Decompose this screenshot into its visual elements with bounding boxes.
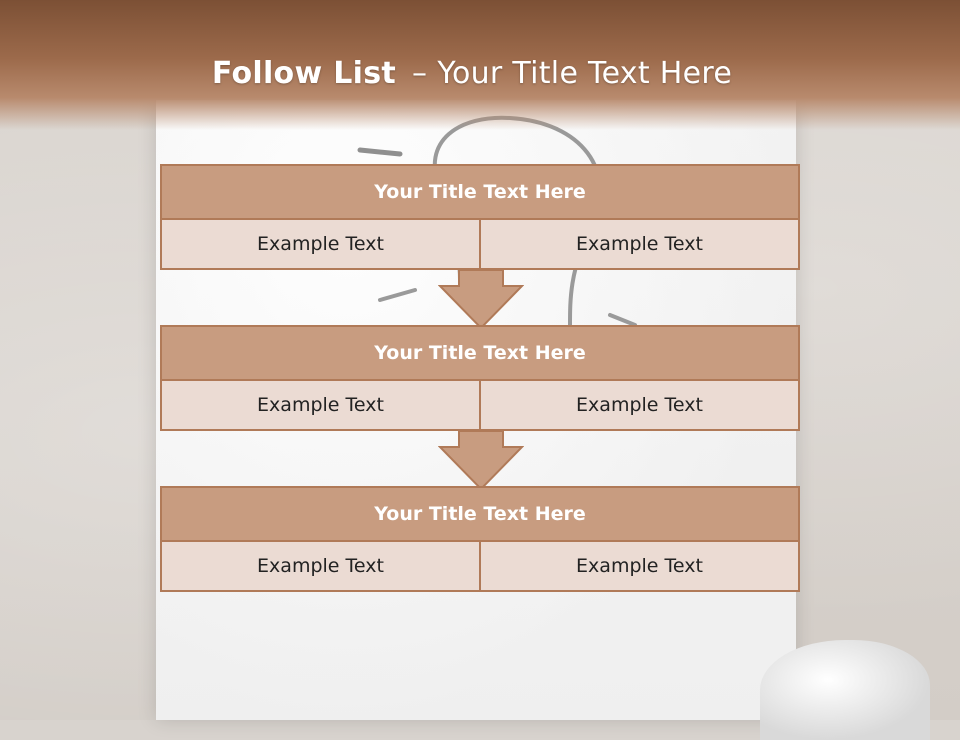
- crumpled-paper-ball: [760, 640, 930, 740]
- slide-title-bold: Follow List: [211, 56, 397, 91]
- list-block-2: Your Title Text Here Example Text Exampl…: [160, 325, 800, 431]
- block-row: Example Text Example Text: [160, 220, 800, 270]
- block-cell-right: Example Text: [481, 220, 800, 270]
- list-block-1: Your Title Text Here Example Text Exampl…: [160, 164, 800, 270]
- block-title: Your Title Text Here: [160, 486, 800, 542]
- header-band: [0, 0, 960, 130]
- block-cell-right: Example Text: [481, 542, 800, 592]
- block-title: Your Title Text Here: [160, 164, 800, 220]
- list-block-3: Your Title Text Here Example Text Exampl…: [160, 486, 800, 592]
- slide-title-rest: Your Title Text Here: [437, 56, 733, 91]
- block-cell-left: Example Text: [160, 542, 481, 592]
- slide-title: Follow List–Your Title Text Here: [0, 56, 944, 91]
- block-row: Example Text Example Text: [160, 381, 800, 431]
- slide-title-dash: –: [412, 56, 428, 91]
- block-cell-left: Example Text: [160, 381, 481, 431]
- block-title: Your Title Text Here: [160, 325, 800, 381]
- block-row: Example Text Example Text: [160, 542, 800, 592]
- block-cell-right: Example Text: [481, 381, 800, 431]
- down-arrow-icon: [438, 431, 524, 491]
- down-arrow-icon: [438, 270, 524, 330]
- block-cell-left: Example Text: [160, 220, 481, 270]
